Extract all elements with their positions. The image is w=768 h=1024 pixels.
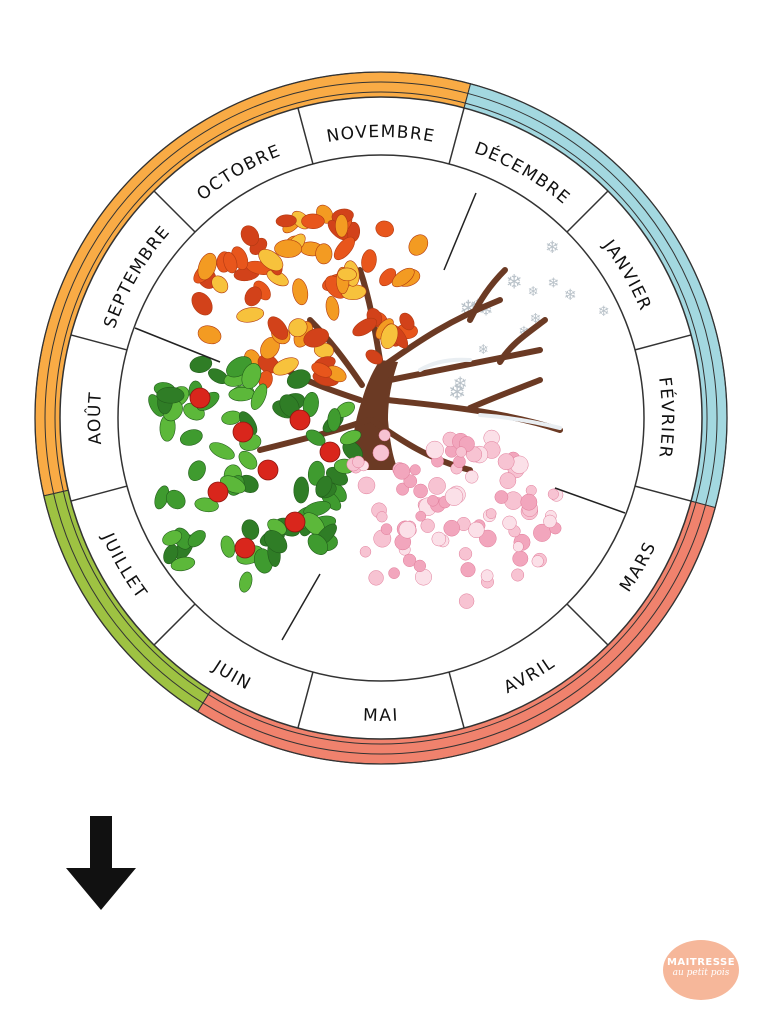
- season-dividers: [134, 192, 626, 641]
- snowflake-icon: ❄: [547, 276, 558, 292]
- snowflake-icon: ❄: [506, 270, 523, 293]
- apple: [207, 481, 229, 503]
- snowflake-icon: ❄: [528, 284, 539, 300]
- tree-trunk: [350, 360, 398, 470]
- snowflake-icon: ❄: [545, 238, 559, 258]
- snowflake-icon: ❄: [530, 311, 542, 327]
- brand-logo: MAITRESSE au petit pois: [663, 940, 739, 1000]
- snowflake-icon: ❄: [453, 373, 468, 394]
- apple: [232, 421, 254, 443]
- snowflake-icon: ❄: [448, 381, 466, 406]
- snowflake-icon: ❄: [564, 286, 577, 304]
- month-label: AOÛT: [83, 391, 106, 446]
- month-label: FÉVRIER: [654, 376, 678, 460]
- apple: [289, 409, 311, 431]
- apple: [319, 441, 341, 463]
- logo-text-main: MAITRESSE: [666, 957, 736, 968]
- four-seasons-tree: ❄❄❄❄❄❄❄❄❄❄❄❄❄❄: [148, 204, 610, 609]
- apple: [189, 387, 211, 409]
- arrow-down-icon: [66, 816, 136, 910]
- snowflake-icon: ❄: [478, 342, 489, 358]
- snowflake-icon: ❄: [518, 324, 529, 339]
- apple: [234, 537, 256, 559]
- apple: [284, 511, 306, 533]
- seasons-wheel: ❄❄❄❄❄❄❄❄❄❄❄❄❄❄ NOVEMBREDÉCEMBREJANVIERFÉ…: [34, 71, 728, 765]
- month-label: MAI: [363, 705, 400, 726]
- snowflake-icon: ❄: [598, 304, 610, 320]
- apple: [257, 459, 279, 481]
- logo-text-sub: au petit pois: [672, 968, 730, 978]
